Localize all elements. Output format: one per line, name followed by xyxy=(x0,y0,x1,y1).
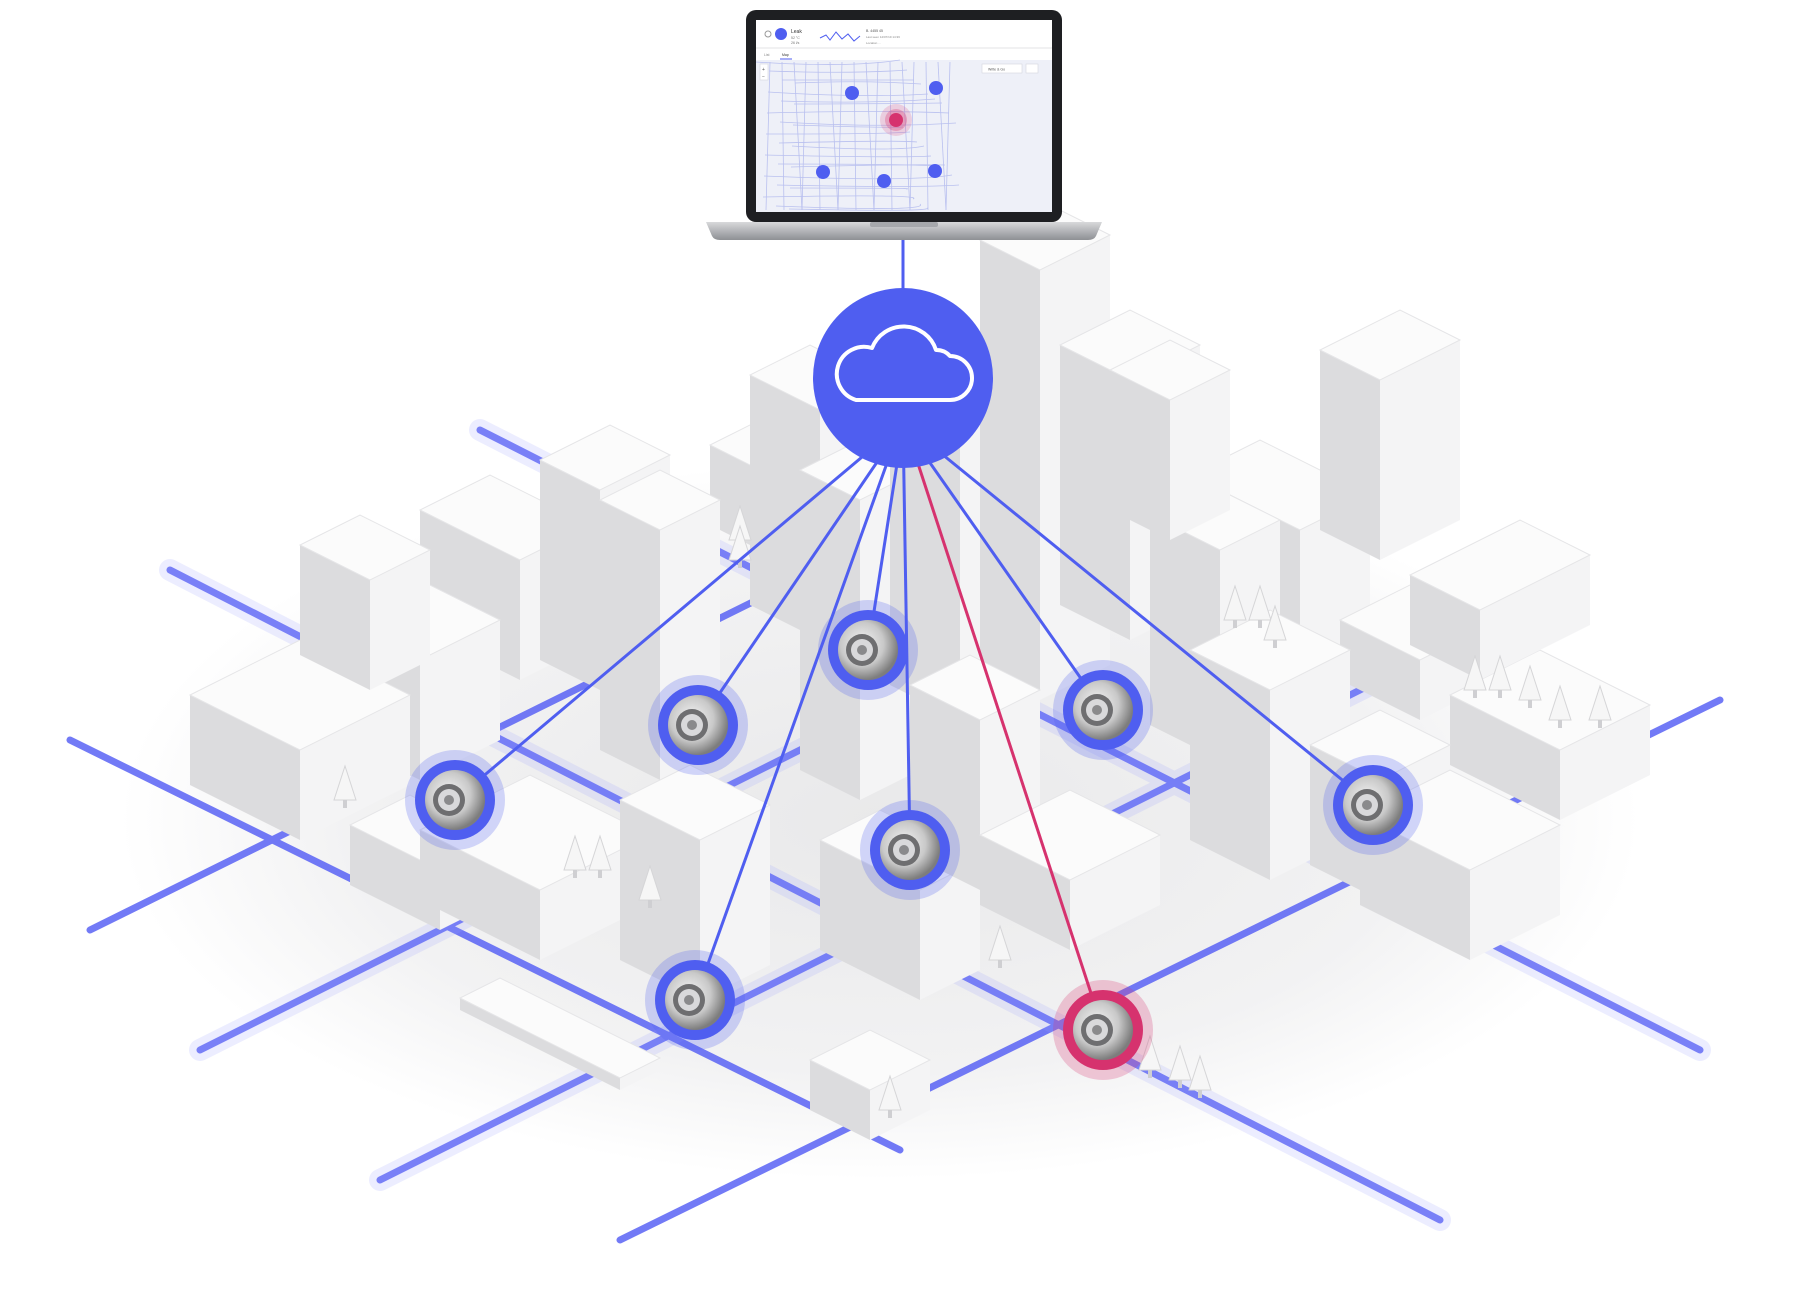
water-meters xyxy=(405,600,1423,1080)
water-meter[interactable] xyxy=(405,750,505,850)
tree xyxy=(333,764,357,808)
tree xyxy=(1463,654,1487,698)
map-point[interactable] xyxy=(877,174,891,188)
building xyxy=(1318,309,1462,560)
tree xyxy=(878,1074,902,1118)
tree xyxy=(1168,1044,1192,1088)
dashboard-tabs: List Map xyxy=(764,53,792,60)
map-search-label: Write & Go xyxy=(988,68,1005,72)
building xyxy=(1108,339,1232,540)
link-meter-5 xyxy=(911,428,1374,807)
tree xyxy=(988,924,1012,968)
link-meter-2 xyxy=(696,429,901,726)
building xyxy=(458,977,662,1090)
header-right-1: B. 4455 45 xyxy=(866,29,883,33)
header-value-2: 26 l/s xyxy=(791,41,800,45)
building xyxy=(808,1029,932,1140)
zoom-in-button[interactable]: + xyxy=(762,67,765,73)
tree xyxy=(1588,684,1612,728)
tree xyxy=(1223,584,1247,628)
laptop: Leak 52 °C 26 l/s B. 4455 45 Last seen 1… xyxy=(706,10,1102,240)
trees xyxy=(333,504,1612,1118)
dashboard-title: Leak xyxy=(791,29,802,35)
building xyxy=(1408,519,1592,680)
cloud-icon xyxy=(834,324,974,402)
link-meter-4 xyxy=(905,429,1105,711)
map-point[interactable] xyxy=(845,86,859,100)
link-meter-1 xyxy=(454,428,896,802)
water-meter[interactable] xyxy=(860,800,960,900)
water-meter[interactable] xyxy=(1053,660,1153,760)
city-buildings xyxy=(188,204,1652,1140)
header-value-1: 52 °C xyxy=(791,36,800,40)
building xyxy=(298,514,432,690)
flow-sparkline xyxy=(819,31,861,42)
tab-map[interactable]: Map xyxy=(782,53,789,57)
cloud-node[interactable] xyxy=(813,288,993,468)
water-meter[interactable] xyxy=(645,950,745,1050)
map-layers-button[interactable] xyxy=(1025,63,1039,74)
back-icon[interactable] xyxy=(764,30,772,38)
map-point-alert[interactable] xyxy=(880,104,912,136)
water-meter[interactable] xyxy=(818,600,918,700)
link-meter-7 xyxy=(693,429,901,1001)
zoom-out-button[interactable]: − xyxy=(762,75,765,81)
tree xyxy=(638,864,662,908)
tree xyxy=(1518,664,1542,708)
map-search-box[interactable] xyxy=(981,63,1023,74)
laptop-base xyxy=(706,222,1102,240)
water-meter[interactable] xyxy=(1053,980,1153,1080)
header-right-2: Last seen 12/07/19 14:36 xyxy=(866,35,900,39)
zoom-control[interactable] xyxy=(759,63,769,81)
header-right-3: Location ... xyxy=(866,41,881,45)
tree xyxy=(1263,604,1287,648)
dashboard-map[interactable]: Write & Go + − xyxy=(755,59,1052,212)
map-point[interactable] xyxy=(929,81,943,95)
tree xyxy=(1488,654,1512,698)
tree xyxy=(1248,584,1272,628)
tree xyxy=(1188,1054,1212,1098)
link-meter-8 xyxy=(905,429,1105,1031)
tab-list[interactable]: List xyxy=(764,53,769,57)
water-meter[interactable] xyxy=(1323,755,1423,855)
tree xyxy=(1548,684,1572,728)
tree xyxy=(1138,1034,1162,1078)
tree xyxy=(588,834,612,878)
building xyxy=(978,789,1162,950)
dashboard-header: Leak 52 °C 26 l/s B. 4455 45 Last seen 1… xyxy=(756,20,1052,49)
map-point[interactable] xyxy=(928,164,942,178)
leak-drop-icon xyxy=(775,28,787,40)
tree xyxy=(563,834,587,878)
water-meter[interactable] xyxy=(648,675,748,775)
map-point[interactable] xyxy=(816,165,830,179)
